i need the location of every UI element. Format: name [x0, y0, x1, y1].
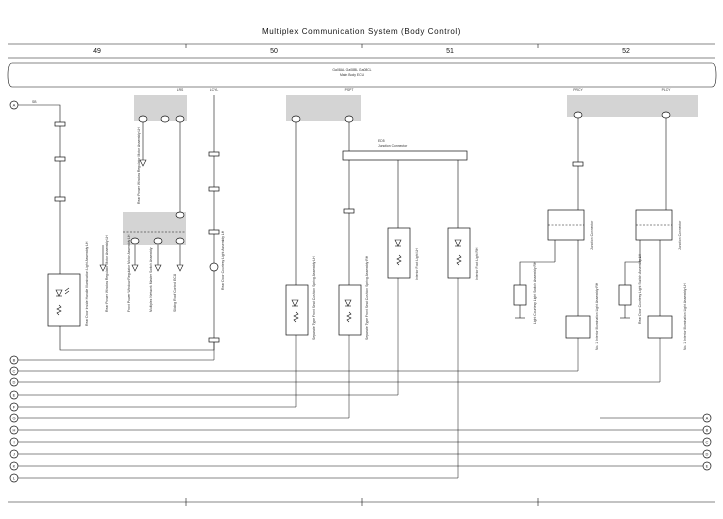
ecu-connector-ids: Ga08AL Ga08BL Ga08CL [332, 68, 371, 72]
inline-connectors-col1 [54, 121, 66, 202]
switch-connector-pins [130, 211, 185, 245]
seat-spring-rh [338, 284, 362, 336]
label-c5: Interior Foot Light LH [415, 248, 419, 280]
interior-foot-light-rh [447, 227, 471, 279]
wire-switch-lh [624, 240, 641, 285]
inline-connector-pspt [343, 208, 355, 214]
right-marker-b: B [706, 428, 709, 433]
courtesy-light-lh-symbol [209, 262, 219, 272]
label-c13: Rear Power Window Regulator Motor Assemb… [137, 127, 141, 204]
right-marker-a: A [706, 416, 709, 421]
junction-id: ED5 [378, 139, 385, 143]
left-marker-h: H [13, 428, 16, 433]
label-c7: Light Courtesy Light Switch Assembly RH [533, 261, 537, 324]
section-label-51: 51 [446, 48, 454, 55]
interior-foot-light-lh [387, 227, 411, 279]
left-marker-l: L [13, 476, 16, 481]
left-marker-g: G [12, 416, 15, 421]
courtesy-switch-rh [513, 284, 527, 306]
label-c4: Separate Type Front Seat Cushion Spring … [365, 255, 369, 340]
interior-illumination-lh [647, 315, 673, 339]
ecu-pin-circles [138, 111, 671, 123]
section-label-50: 50 [270, 48, 278, 55]
arrow-motor-1 [139, 159, 147, 167]
main-body-ecu-outline [7, 62, 717, 88]
label-c14: Rear Power Window Regulator Motor Assemb… [105, 235, 109, 312]
section-label-49: 49 [93, 48, 101, 55]
bus-wires [18, 278, 703, 479]
arrow-sw-out-4 [176, 264, 184, 272]
left-marker-k: K [13, 464, 16, 469]
ecu-connector-shade-3 [567, 95, 698, 117]
marker-a-top-label: A [13, 103, 16, 108]
left-marker-group [9, 355, 19, 483]
label-c8: Rear Door Courtesy Light Switch Assembly… [638, 253, 642, 324]
left-marker-j: J [13, 452, 15, 457]
inline-connectors-lcyl [208, 151, 220, 343]
label-c3: Separate Type Front Seat Cushion Spring … [312, 256, 316, 340]
label-c1: Rear Door Inside Handle Illumination Lig… [85, 241, 89, 326]
label-c17: Sliding Roof Control ECU [173, 273, 177, 312]
right-marker-e: E [706, 464, 709, 469]
label-c11: Junction Connector [590, 220, 594, 250]
ecu-pin-pspt: PSPT [345, 88, 354, 92]
left-marker-i: I [13, 440, 14, 445]
label-c2: Rear Door Courtesy Light Assembly LH [221, 230, 225, 290]
wire-a-to-c1 [18, 104, 61, 330]
led-symbol-c1 [55, 287, 70, 316]
page-title: Multiplex Communication System (Body Con… [261, 27, 462, 36]
junction-name: Junction Connector [378, 144, 408, 148]
ecu-name: Main Body ECU [340, 73, 365, 77]
label-c6: Interior Foot Light RH [475, 247, 479, 280]
led-symbols-seat [291, 299, 352, 323]
arrow-sw-out-3 [154, 264, 162, 272]
ecu-pin-prcy: PRCY [573, 88, 583, 92]
courtesy-switch-lh [618, 284, 632, 306]
rear-door-illumination-light-lh [47, 273, 81, 327]
right-marker-c: C [706, 440, 709, 445]
left-marker-e: E [13, 393, 16, 398]
label-c15: Front Power Window Regulator Motor Assem… [127, 234, 131, 312]
left-marker-d: D [13, 380, 16, 385]
arrow-sw-out-2 [131, 264, 139, 272]
seat-spring-lh [285, 284, 309, 336]
left-marker-b: B [13, 358, 16, 363]
label-c9: No. 1 Interior Illumination Light Assemb… [595, 282, 599, 350]
left-marker-f: F [13, 405, 16, 410]
ecu-pin-lcyl: LCYL [210, 88, 219, 92]
label-c16: Multiplex Network Master Switch Assembly [149, 247, 153, 312]
inline-connector-prcy [572, 161, 584, 167]
ecu-pin-plcy: PLCY [662, 88, 672, 92]
ecu-pin-lrs: LRS [177, 88, 184, 92]
section-label-52: 52 [622, 48, 630, 55]
interior-illumination-rh [565, 315, 591, 339]
label-c12: Junction Connector [678, 220, 682, 250]
arrow-sw-out-1 [99, 264, 107, 272]
junction-connector-ed5 [342, 150, 468, 161]
wire-c1-to-lcyl [59, 330, 215, 351]
wire-switch-rh [519, 261, 555, 285]
right-marker-d: D [706, 452, 709, 457]
label-c10: No. 1 Interior Illumination Light Assemb… [683, 283, 687, 350]
right-marker-group [702, 413, 712, 471]
led-symbols-foot [394, 239, 462, 266]
left-marker-c: C [13, 369, 16, 374]
wire-color-label: SB [32, 100, 37, 104]
